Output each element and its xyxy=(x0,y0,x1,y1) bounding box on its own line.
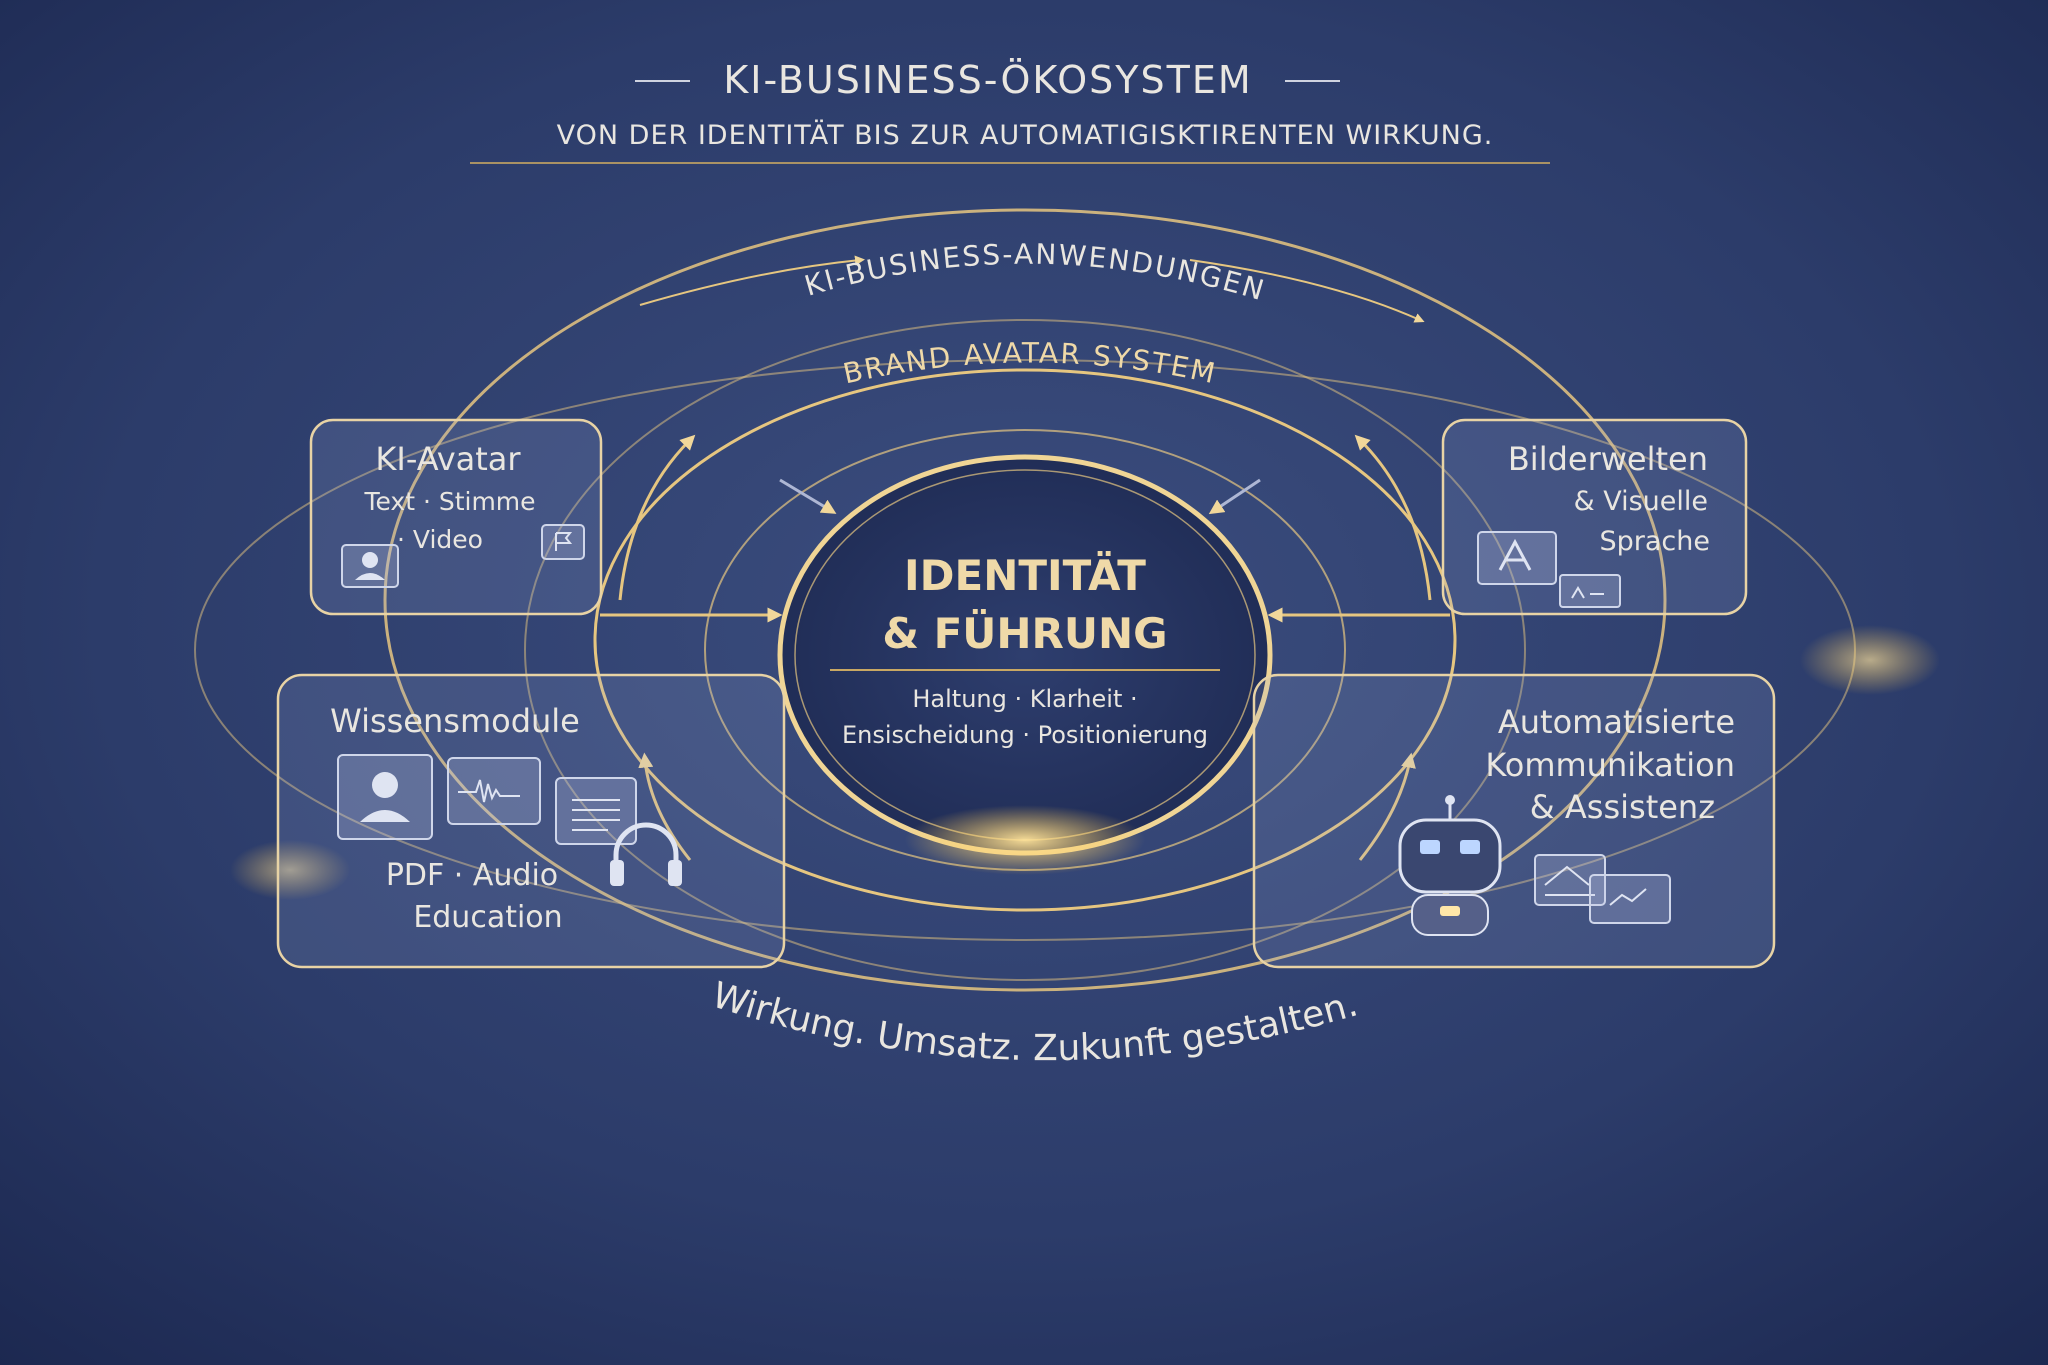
module-automatisierte-kommunikation[interactable]: Automatisierte Kommunikation & Assistenz xyxy=(1252,673,1776,969)
gallery-icon xyxy=(1559,574,1621,608)
user-icon xyxy=(341,544,399,588)
module-wissensmodule[interactable]: Wissensmodule PDF · Audio Education xyxy=(276,673,786,969)
module-line: · Video xyxy=(397,525,483,554)
center-glow xyxy=(905,805,1145,875)
center-sub-2: Ensischeidung · Positionierung xyxy=(842,721,1208,749)
center-sub-1: Haltung · Klarheit · xyxy=(912,685,1137,713)
module-title: Wissensmodule xyxy=(330,702,580,740)
page-title: KI-BUSINESS-ÖKOSYSTEM xyxy=(723,58,1252,102)
robot-icon xyxy=(1398,795,1502,936)
module-line: & Visuelle xyxy=(1574,486,1708,517)
person-icon xyxy=(337,754,433,840)
document-icon xyxy=(555,777,637,845)
center-title-2: & FÜHRUNG xyxy=(882,608,1167,658)
image-icon xyxy=(1477,531,1557,585)
application-ring xyxy=(383,208,1667,992)
brand-avatar-ring xyxy=(593,368,1457,912)
module-line: PDF · Audio xyxy=(386,858,558,893)
chart-icon xyxy=(1534,854,1606,906)
module-bilderwelten[interactable]: Bilderwelten & Visuelle Sprache xyxy=(1441,418,1748,616)
module-line: Kommunikation xyxy=(1485,746,1735,784)
module-title: Automatisierte xyxy=(1498,703,1735,741)
page-subtitle: VON DER IDENTITÄT BIS ZUR AUTOMATIGISKTI… xyxy=(557,119,1494,151)
module-ki-avatar[interactable]: KI-Avatar Text · Stimme · Video xyxy=(309,418,603,616)
center-title-1: IDENTITÄT xyxy=(904,550,1146,600)
module-line: Text · Stimme xyxy=(363,487,535,516)
module-title: KI-Avatar xyxy=(375,440,521,478)
screen-icon xyxy=(1589,874,1671,924)
flag-icon xyxy=(541,524,585,560)
audio-wave-icon xyxy=(447,757,541,825)
headphones-icon xyxy=(610,822,682,886)
module-title: Bilderwelten xyxy=(1508,440,1708,478)
module-line: Sprache xyxy=(1600,526,1711,557)
module-line: & Assistenz xyxy=(1530,788,1715,826)
module-line: Education xyxy=(413,900,562,935)
rings xyxy=(194,208,1940,992)
